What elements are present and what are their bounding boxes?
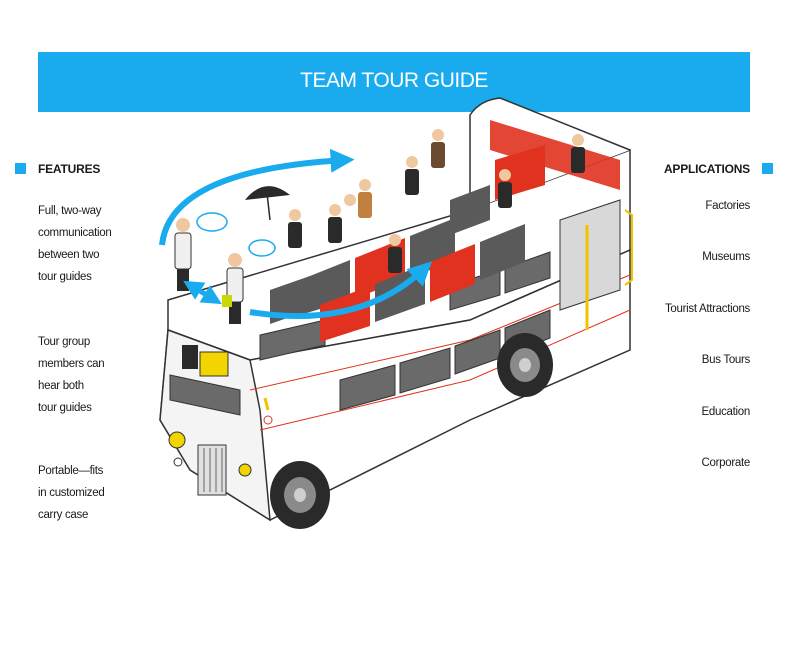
features-marker-icon [15,163,26,174]
wheel-icon [497,333,553,397]
applications-marker-icon [762,163,773,174]
application-item: Bus Tours [701,354,751,366]
title-banner: TEAM TOUR GUIDE [38,52,750,112]
feature-line: communication [38,227,112,239]
feature-line: Tour group [38,336,90,348]
application-item: Corporate [701,457,751,469]
passengers [288,129,585,273]
tour-guide-1 [174,218,192,291]
double-decker-tour-bus-illustration [159,97,633,529]
feature-item-3: Portable—fits in customized carry case [38,460,105,526]
tour-guide-2 [222,253,244,324]
features-heading: FEATURES [38,162,101,176]
feature-line: hear both [38,380,84,392]
page-title: TEAM TOUR GUIDE [300,69,488,92]
application-item: Factories [705,200,750,212]
wheel-icon [270,461,330,529]
feature-line: in customized [38,487,105,499]
feature-line: Full, two-way [38,205,102,217]
applications-heading: APPLICATIONS [663,162,750,176]
feature-line: Portable—fits [38,465,104,477]
communication-arrows [159,148,432,320]
feature-line: members can [38,358,105,370]
feature-line: carry case [38,509,89,521]
umbrella-icon [245,186,290,221]
feature-line: tour guides [38,271,92,283]
speech-bubble-icon [196,212,276,257]
application-item: Tourist Attractions [664,303,750,315]
feature-line: tour guides [38,402,92,414]
application-item: Museums [702,251,750,263]
feature-item-2: Tour group members can hear both tour gu… [38,331,105,419]
feature-line: between two [38,249,100,261]
application-item: Education [701,406,751,418]
feature-item-1: Full, two-way communication between two … [38,200,112,288]
